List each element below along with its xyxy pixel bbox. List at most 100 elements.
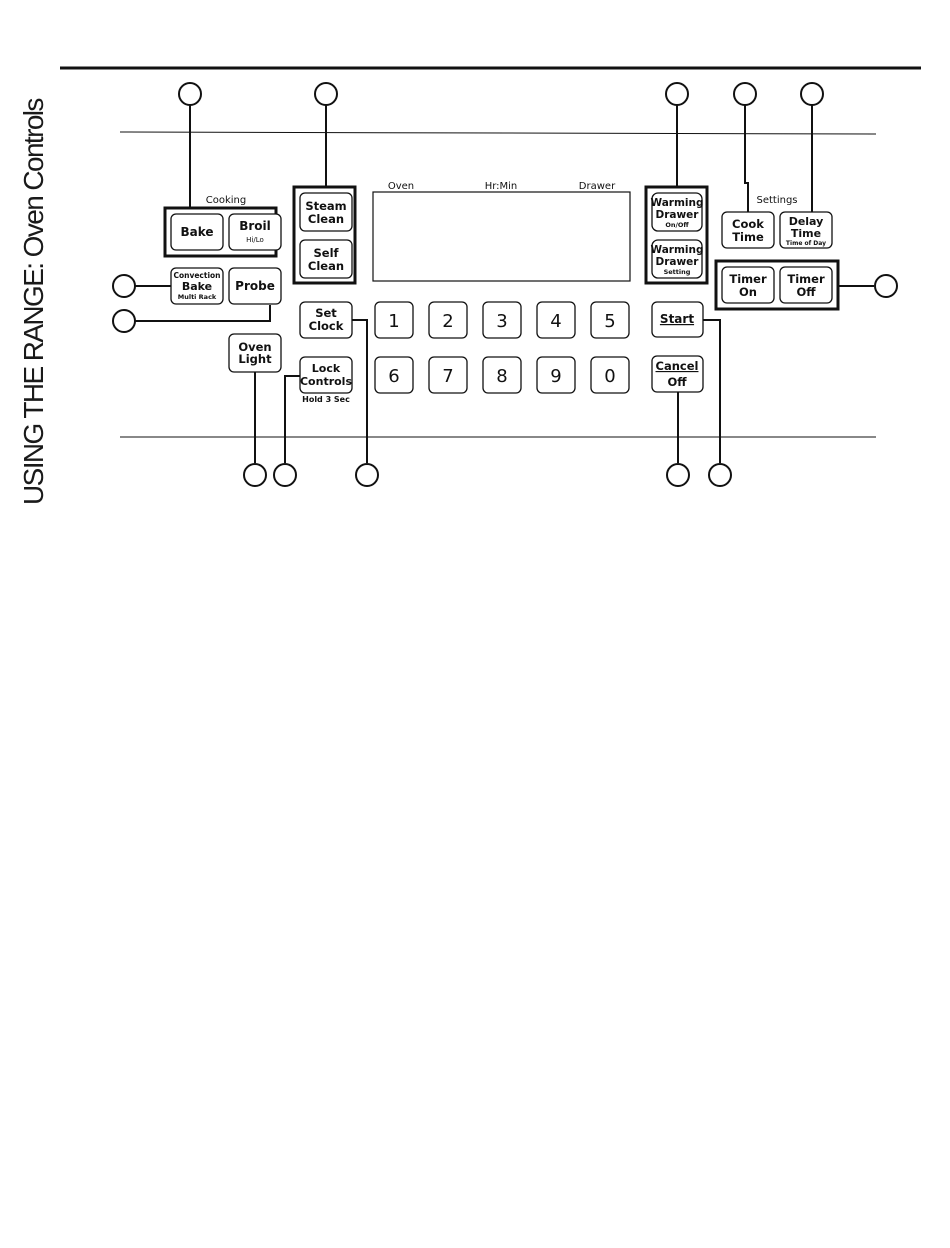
convection-bake-main-label: Bake (182, 280, 212, 293)
timer-off-label-line2: Off (796, 285, 816, 299)
keypad-key-label: 3 (496, 311, 507, 332)
keypad-key-label: 0 (604, 366, 615, 387)
self-clean-label-line1: Self (313, 246, 339, 260)
keypad-key-frame (482, 356, 522, 394)
callout-circle-warming-drawer (665, 82, 689, 106)
keypad-key-label: 7 (442, 366, 453, 387)
keypad-key-label: 6 (388, 366, 399, 387)
callout-circle-probe (112, 309, 136, 333)
keypad-key-2[interactable]: 2 (428, 301, 468, 339)
delay-time-label-line2: Time (791, 227, 821, 240)
keypad-key-frame (590, 356, 630, 394)
oven-light-label-line1: Oven (238, 340, 271, 354)
self-clean-button[interactable]: Self Clean (299, 239, 353, 279)
off-button-label: Off (667, 375, 687, 389)
keypad-key-9[interactable]: 9 (536, 356, 576, 394)
keypad-key-0[interactable]: 0 (590, 356, 630, 394)
delay-time-sublabel: Time of Day (786, 240, 826, 247)
callout-circle-cancel (666, 463, 690, 487)
display-hrmin-label: Hr:Min (485, 181, 518, 192)
convection-bake-sublabel: Multi Rack (178, 293, 217, 301)
cook-time-button[interactable]: Cook Time (721, 211, 775, 249)
steam-clean-button[interactable]: Steam Clean (299, 192, 353, 232)
callout-circle-lock-controls (273, 463, 297, 487)
keypad-key-label: 8 (496, 366, 507, 387)
display-oven-label: Oven (388, 181, 414, 192)
callout-circle-clean (314, 82, 338, 106)
timer-on-button[interactable]: Timer On (721, 266, 775, 304)
keypad-key-5[interactable]: 5 (590, 301, 630, 339)
display-drawer-label: Drawer (579, 181, 616, 192)
lock-controls-button[interactable]: Lock Controls (299, 356, 353, 394)
delay-time-button[interactable]: Delay Time Time of Day (779, 211, 833, 249)
keypad-key-3[interactable]: 3 (482, 301, 522, 339)
lock-controls-label-line1: Lock (312, 362, 341, 375)
convection-bake-top-label: Convection (173, 271, 220, 280)
keypad-key-7[interactable]: 7 (428, 356, 468, 394)
cook-time-label-line1: Cook (732, 217, 764, 231)
warming-drawer-setting-line1: Warming (650, 244, 703, 256)
warming-drawer-setting-line2: Drawer (656, 256, 700, 268)
panel-top-edge (119, 131, 877, 135)
timer-on-label-line2: On (739, 285, 757, 299)
keypad-key-frame (374, 356, 414, 394)
broil-button-sublabel: Hi/Lo (246, 236, 264, 244)
callout-circle-start (708, 463, 732, 487)
keypad-key-label: 1 (388, 311, 399, 332)
settings-label: Settings (756, 195, 797, 206)
keypad-key-frame (590, 301, 630, 339)
broil-button[interactable]: Broil Hi/Lo (228, 213, 282, 251)
cancel-off-button[interactable]: Cancel Off (651, 355, 704, 393)
steam-clean-label-line2: Clean (308, 212, 344, 226)
callout-circle-cooking (178, 82, 202, 106)
convection-bake-button[interactable]: Convection Bake Multi Rack (170, 267, 224, 305)
oven-control-panel-diagram: Cooking Settings Oven Hr:Min Drawer Hold… (60, 66, 921, 487)
timer-off-button[interactable]: Timer Off (779, 266, 833, 304)
keypad-key-label: 9 (550, 366, 561, 387)
keypad-key-frame (374, 301, 414, 339)
warming-drawer-on-off-line2: Drawer (656, 209, 700, 221)
keypad-key-frame (536, 356, 576, 394)
keypad-key-4[interactable]: 4 (536, 301, 576, 339)
warming-drawer-on-off-sublabel: On/Off (665, 221, 689, 229)
callout-circle-timer (874, 274, 898, 298)
probe-button[interactable]: Probe (228, 267, 282, 305)
callout-leaders (135, 105, 874, 463)
keypad-key-frame (536, 301, 576, 339)
warming-drawer-setting-button[interactable]: Warming Drawer Setting (650, 239, 704, 279)
warming-drawer-on-off-button[interactable]: Warming Drawer On/Off (650, 192, 704, 232)
keypad-key-6[interactable]: 6 (374, 356, 414, 394)
bake-button[interactable]: Bake (170, 213, 224, 251)
callout-circle-set-clock (355, 463, 379, 487)
lock-controls-label-line2: Controls (300, 375, 352, 388)
keypad-key-frame (428, 356, 468, 394)
timer-on-label-line1: Timer (729, 272, 767, 286)
keypad-key-8[interactable]: 8 (482, 356, 522, 394)
callout-circle-convection (112, 274, 136, 298)
keypad-key-frame (428, 301, 468, 339)
self-clean-label-line2: Clean (308, 259, 344, 273)
delay-time-label-line1: Delay (789, 215, 824, 228)
hold-3-sec-label: Hold 3 Sec (302, 395, 350, 404)
callout-circle-cook-time (733, 82, 757, 106)
number-keypad: 1 2 3 4 5 6 7 8 9 0 (374, 301, 630, 394)
display-window (372, 191, 631, 282)
steam-clean-label-line1: Steam (305, 199, 346, 213)
start-button[interactable]: Start (651, 301, 704, 338)
set-clock-label-line2: Clock (309, 319, 344, 333)
probe-button-label: Probe (235, 279, 275, 293)
timer-off-label-line1: Timer (787, 272, 825, 286)
cancel-button-label: Cancel (656, 359, 699, 373)
oven-light-label-line2: Light (238, 352, 272, 366)
keypad-key-label: 5 (604, 311, 615, 332)
cook-time-label-line2: Time (732, 230, 764, 244)
keypad-key-label: 4 (550, 311, 561, 332)
oven-light-button[interactable]: Oven Light (228, 333, 282, 373)
cooking-label: Cooking (206, 195, 246, 206)
warming-drawer-on-off-line1: Warming (650, 197, 703, 209)
keypad-key-1[interactable]: 1 (374, 301, 414, 339)
set-clock-button[interactable]: Set Clock (299, 301, 353, 339)
keypad-key-label: 2 (442, 311, 453, 332)
bake-button-label: Bake (180, 225, 213, 239)
start-button-label: Start (660, 312, 694, 326)
